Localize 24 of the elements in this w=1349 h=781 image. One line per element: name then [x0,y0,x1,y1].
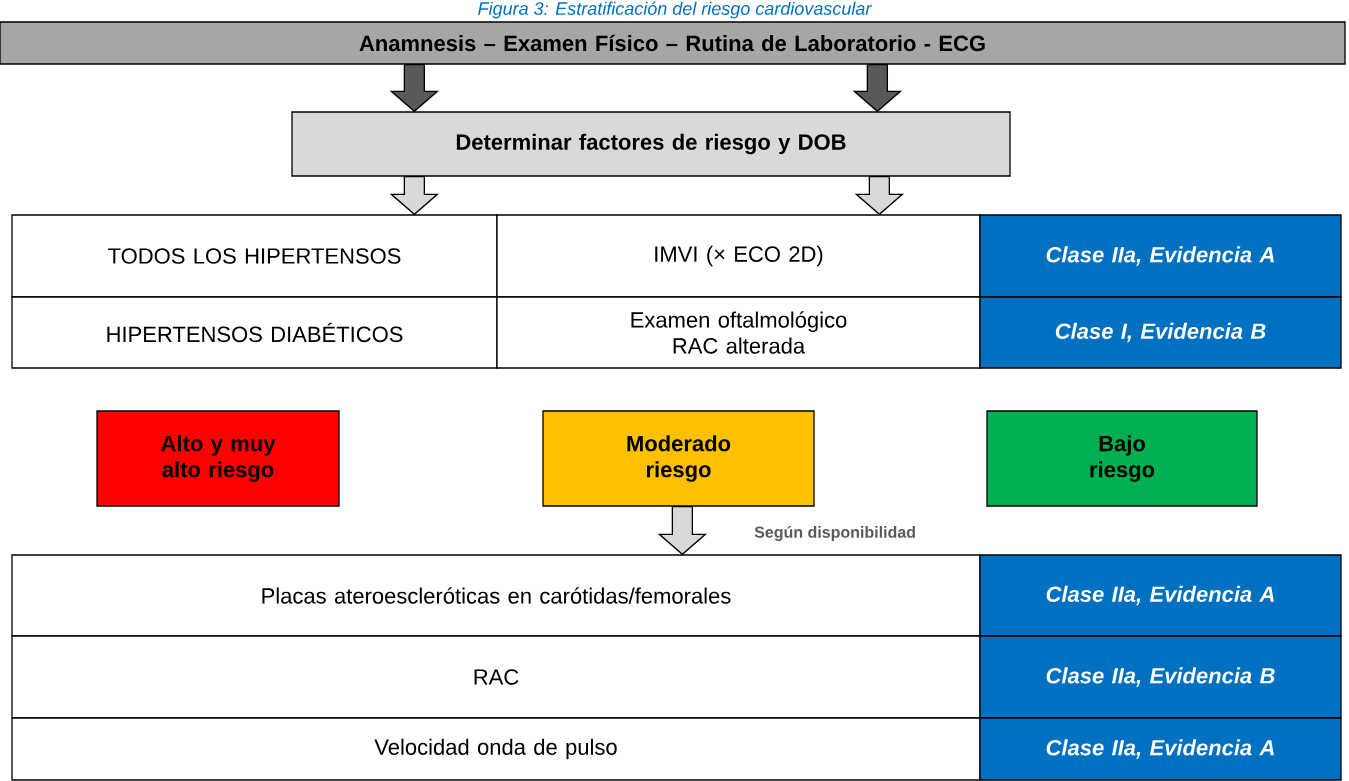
table-cell: HIPERTENSOS DIABÉTICOS [11,296,498,369]
block-arrow [852,64,903,113]
block-arrow [389,64,440,113]
risk-box: Bajo riesgo [986,410,1258,507]
block-arrow [854,176,905,216]
risk-box: Moderado riesgo [542,410,815,507]
evidence-cell: Clase IIa, Evidencia B [979,635,1342,719]
evidence-cell: Clase IIa, Evidencia A [979,214,1342,298]
table-cell: Placas ateroescleróticas en carótidas/femorales [11,554,981,637]
table-cell: Velocidad onda de pulso [11,717,981,781]
risk-box: Alto y muy alto riesgo [96,410,340,507]
table-cell: IMVI (× ECO 2D) [496,214,981,298]
block-arrow [389,176,440,216]
table-cell: TODOS LOS HIPERTENSOS [11,214,498,298]
evidence-cell: Clase IIa, Evidencia A [979,717,1342,781]
table-cell: Examen oftalmológico RAC alterada [496,296,981,369]
process-box: Determinar factores de riesgo y DOB [291,111,1011,177]
header-bar: Anamnesis – Examen Físico – Rutina de Laboratorio - ECG [0,21,1346,65]
evidence-cell: Clase I, Evidencia B [979,296,1342,369]
table-cell: RAC [11,635,981,719]
edge-label: Según disponibilidad [754,525,915,542]
figure-title: Figura 3: Estratificación del riesgo cardiovascular [478,1,872,19]
block-arrow [657,506,708,556]
evidence-cell: Clase IIa, Evidencia A [979,554,1342,637]
